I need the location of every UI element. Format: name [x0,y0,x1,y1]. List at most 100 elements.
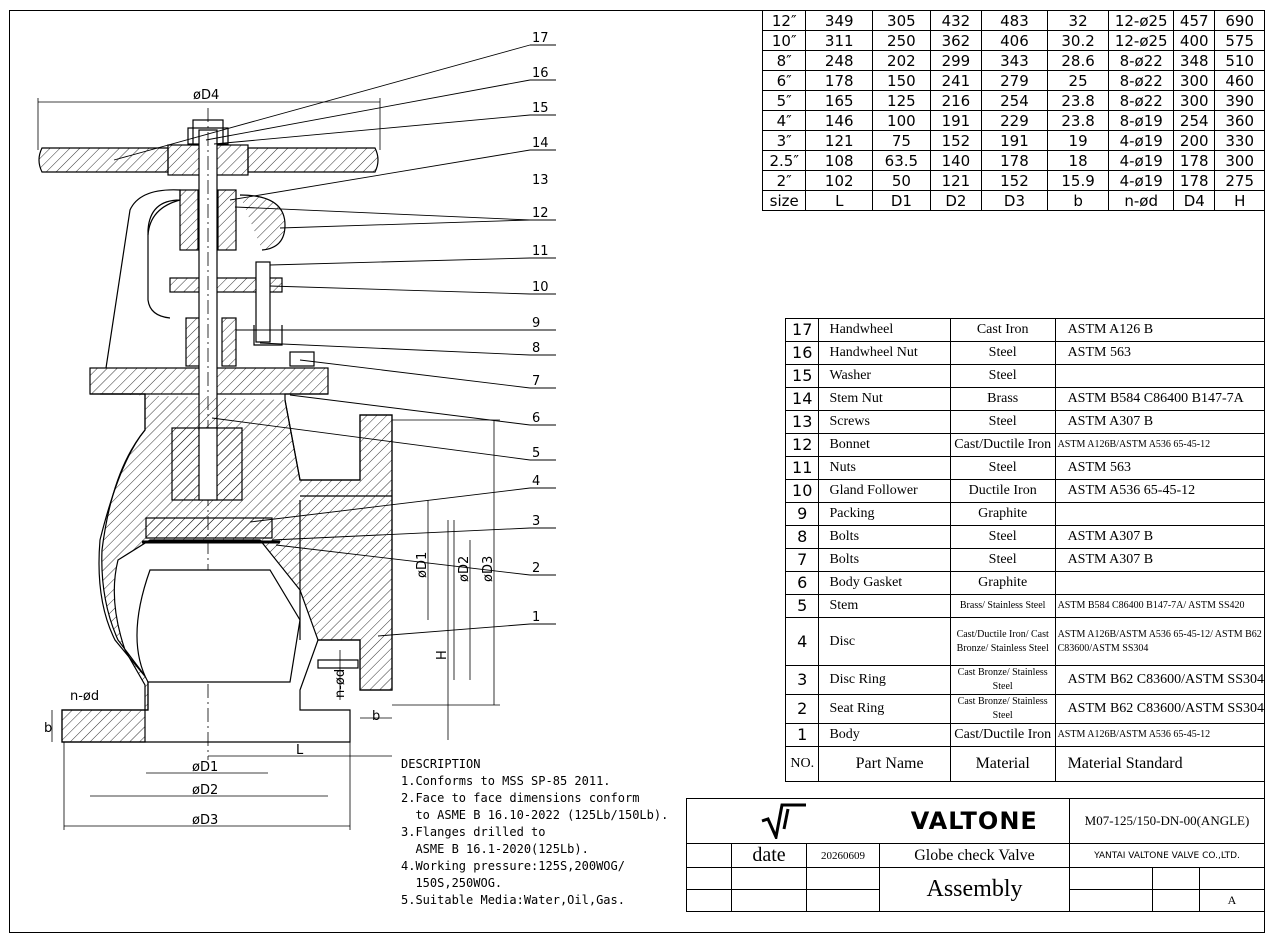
dim-cell-size: 5″ [761,90,807,111]
dim-cell-nd: 8-ø19 [1108,110,1175,131]
part-name: Handwheel Nut [818,341,951,365]
header-no: NO. [784,746,820,782]
dim-cell-size: 10″ [761,30,807,51]
dim-cell-D3: 483 [981,10,1048,31]
part-standard: ASTM A126 B [1054,318,1266,342]
dim-cell-H: 330 [1214,130,1265,151]
part-material: Brass/ Stainless Steel [949,594,1056,618]
part-standard: ASTM B584 C86400 B147-7A/ ASTM SS420 [1054,594,1266,618]
dim-cell-H: 510 [1214,50,1265,71]
part-name: Handwheel [818,318,951,342]
dim-cell-D1: 100 [872,110,931,131]
part-number: 15 [784,364,820,388]
dim-cell-b: 28.6 [1046,50,1110,71]
dim-cell-D2: 432 [929,10,983,31]
part-number: 16 [784,341,820,365]
description-line: 2.Face to face dimensions conform [401,791,640,805]
dim-cell-D4: 348 [1173,50,1216,71]
dim-cell-D2: 241 [929,70,983,91]
dim-cell-nd: 12-ø25 [1108,10,1175,31]
dim-cell-H: 360 [1214,110,1265,131]
dim-d1-bottom: øD1 [192,760,218,775]
dim-cell-D4: 200 [1173,130,1216,151]
dim-cell-b: 23.8 [1046,90,1110,111]
part-standard: ASTM A126B/ASTM A536 65-45-12/ ASTM B62 … [1054,617,1266,666]
part-standard [1054,502,1266,526]
drawing-frame [9,10,1265,933]
part-number: 4 [784,617,820,666]
part-name: Disc Ring [818,665,951,695]
valtone-logo-icon [761,803,807,843]
dim-cell-b: 25 [1046,70,1110,91]
dim-cell-nd: 4-ø19 [1108,150,1175,171]
leader-1: 1 [532,610,540,625]
product-name: Globe check Valve [879,843,1070,868]
dim-cell-b: 15.9 [1046,170,1110,191]
drawing-number: M07-125/150-DN-00(ANGLE) [1069,798,1265,844]
dim-d2-side: øD2 [457,556,472,582]
part-standard: ASTM A307 B [1054,525,1266,549]
part-name: Bolts [818,548,951,572]
dim-cell-D1: 125 [872,90,931,111]
part-number: 14 [784,387,820,411]
dim-cell-H: 300 [1214,150,1265,171]
dim-d3-bottom: øD3 [192,813,218,828]
part-name: Body [818,723,951,747]
dim-cell-D4: 300 [1173,70,1216,91]
part-material: Steel [949,456,1056,480]
dim-d1-side: øD1 [415,552,430,578]
dim-cell-D1: 63.5 [872,150,931,171]
dim-cell-D4: 178 [1173,150,1216,171]
leader-14: 14 [532,136,549,151]
dim-cell-L: 349 [805,10,874,31]
leader-3: 3 [532,514,540,529]
dim-h-side: H [435,650,450,660]
part-material: Graphite [949,502,1056,526]
part-name: Body Gasket [818,571,951,595]
dim-cell-D3: 279 [981,70,1048,91]
part-standard: ASTM A536 65-45-12 [1054,479,1266,503]
dim-cell-D1: 75 [872,130,931,151]
part-number: 9 [784,502,820,526]
dim-nd-right: n-ød [333,669,348,698]
dim-cell-D4: 457 [1173,10,1216,31]
description-line: ASME B 16.1-2020(125Lb). [401,842,589,856]
part-name: Gland Follower [818,479,951,503]
dim-cell-size: 6″ [761,70,807,91]
title-block: VALTONE M07-125/150-DN-00(ANGLE) date 20… [686,798,1265,912]
leader-5: 5 [532,446,540,461]
dim-d4: øD4 [193,88,219,103]
part-number: 8 [784,525,820,549]
dim-cell-L: 102 [805,170,874,191]
description-line: 5.Suitable Media:Water,Oil,Gas. [401,893,625,907]
description-line: 1.Conforms to MSS SP-85 2011. [401,774,611,788]
stem-part [198,108,271,760]
dim-cell-D2: 152 [929,130,983,151]
dim-b-left: b [44,721,52,736]
dim-cell-D1: 202 [872,50,931,71]
part-material: Cast Iron [949,318,1056,342]
part-number: 11 [784,456,820,480]
dim-cell-size: 2.5″ [761,150,807,171]
part-name: Screws [818,410,951,434]
dim-cell-nd: n-ød [1108,190,1175,211]
part-standard: ASTM B584 C86400 B147-7A [1054,387,1266,411]
dim-cell-D3: 254 [981,90,1048,111]
part-standard: ASTM A126B/ASTM A536 65-45-12 [1054,723,1266,747]
part-name: Packing [818,502,951,526]
part-number: 5 [784,594,820,618]
logo-cell [686,798,880,844]
header-material: Material [949,746,1056,782]
dim-l-bottom: L [296,743,304,758]
dimension-labels: øD4 øD1 øD2 øD3 L n-ød b b øD1 øD2 øD3 H… [44,88,496,828]
dim-cell-D4: 400 [1173,30,1216,51]
